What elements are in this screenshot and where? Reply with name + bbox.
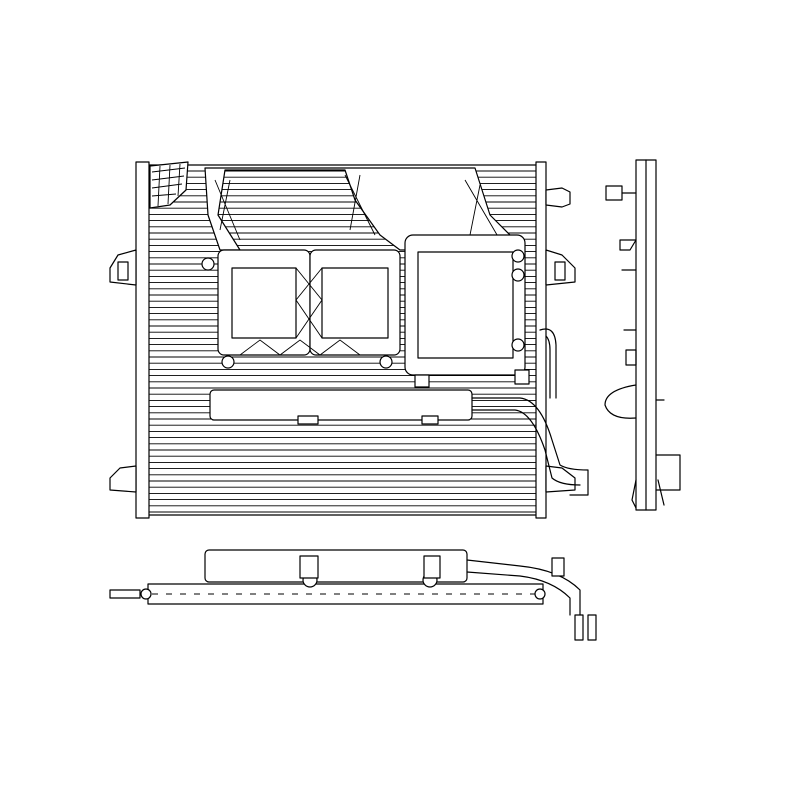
pipe-upper [539,328,557,399]
mount-hole [379,355,393,369]
pipe [471,397,589,496]
right-lower-bracket [545,465,576,493]
right-tank [535,161,547,519]
side-view [604,159,681,511]
side-cap [605,185,623,201]
drier-top [204,549,468,583]
fitting [414,374,430,388]
mount-hole [511,249,525,263]
fan-opening [417,251,514,359]
mount-hole [511,268,525,282]
bracket-slot [117,261,129,281]
mount-hole [201,257,215,271]
fan-opening [231,267,297,339]
fan-opening [321,267,389,339]
mount-hole [511,338,525,352]
left-tank [135,161,150,519]
bottom-view [109,549,597,641]
receiver-drier [209,389,473,421]
fitting [514,369,530,385]
bracket-slot [554,261,566,281]
right-top-bracket [545,187,571,208]
core-bottom [147,583,544,605]
drier-clip [297,415,319,425]
fan-frame-middle [309,249,401,356]
drier-clip [421,415,439,425]
bottom-bracket [109,589,141,599]
fan-frame-right [404,234,526,376]
left-lower-bracket [109,465,137,493]
side-pipe-loop [604,384,637,419]
front-view [109,161,589,519]
mount-hole [221,355,235,369]
